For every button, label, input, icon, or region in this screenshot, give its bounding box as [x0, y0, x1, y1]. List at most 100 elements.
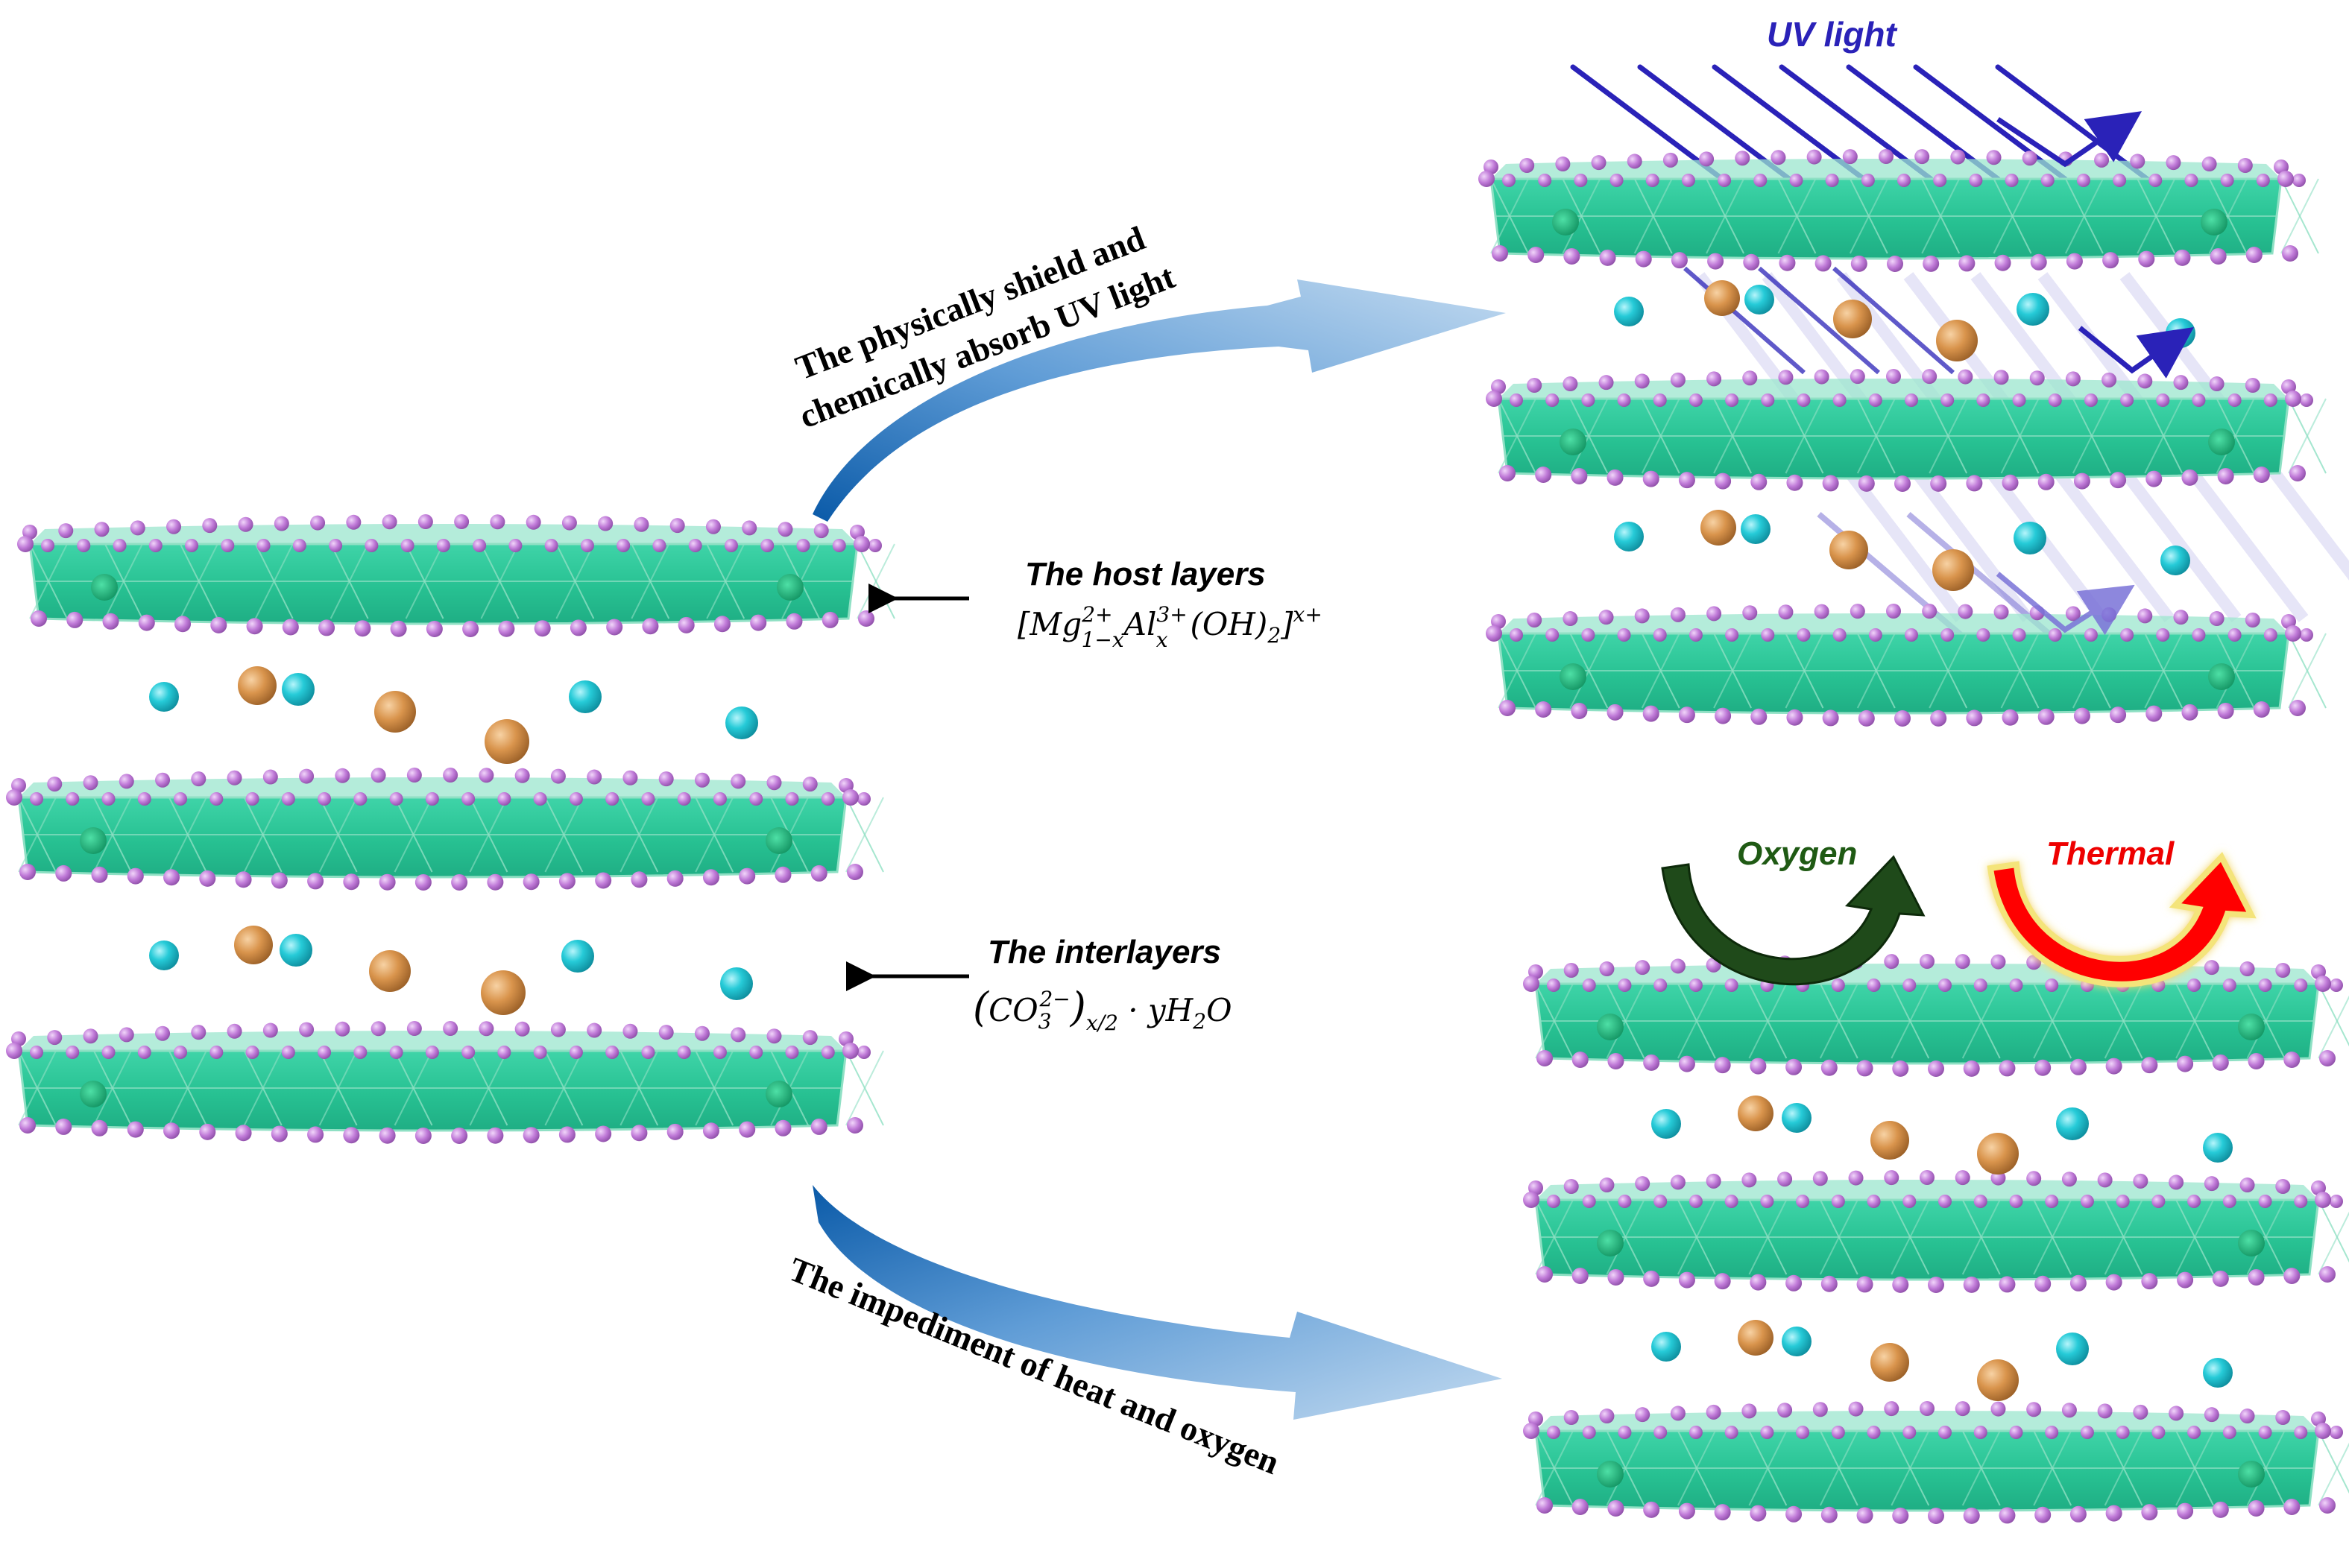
oxygen-atom: [443, 1021, 458, 1037]
oxygen-atom: [778, 522, 793, 537]
carbonate-anion: [1738, 1096, 1773, 1131]
oxygen-atom: [436, 539, 450, 552]
oxygen-atom: [353, 792, 368, 806]
oxygen-atom: [91, 1119, 108, 1137]
oxygen-atom: [451, 873, 468, 891]
cation-atom: [725, 706, 758, 739]
oxygen-atom: [1777, 1403, 1793, 1418]
carbonate-anion: [1870, 1343, 1909, 1382]
oxygen-atom: [2275, 1179, 2291, 1195]
oxygen-atom: [414, 873, 432, 891]
oxygen-atom: [2141, 1273, 2158, 1290]
oxygen-atom: [1867, 1195, 1881, 1208]
oxygen-atom: [2120, 393, 2134, 407]
oxygen-atom: [191, 771, 206, 787]
oxygen-atom: [2026, 1171, 2042, 1186]
oxygen-atom: [2222, 979, 2236, 992]
oxygen-atom: [1761, 628, 1775, 642]
oxygen-atom: [6, 1043, 22, 1059]
oxygen-atom: [1922, 604, 1937, 619]
oxygen-atom: [2210, 247, 2227, 265]
oxygen-atom: [281, 792, 295, 806]
oxygen-atom: [1858, 475, 1875, 492]
oxygen-atom: [1528, 964, 1543, 979]
oxygen-atom: [1653, 393, 1667, 407]
oxygen-atom: [2209, 611, 2225, 627]
oxygen-atom: [1486, 625, 1502, 642]
oxygen-atom: [174, 616, 192, 633]
oxygen-atom: [2239, 1409, 2255, 1424]
oxygen-atom: [2315, 1192, 2331, 1208]
oxygen-atom: [2294, 1426, 2308, 1439]
oxygen-atom: [2282, 245, 2298, 262]
lattice-edge: [2280, 178, 2319, 254]
oxygen-atom: [1867, 1426, 1881, 1439]
lattice-edge: [2318, 1442, 2349, 1506]
oxygen-atom: [1831, 1195, 1845, 1208]
uv-ray-icon: [1996, 111, 2143, 168]
oxygen-atom: [1923, 255, 1940, 272]
oxygen-atom: [1831, 979, 1845, 992]
oxygen-atom: [1653, 628, 1667, 642]
oxygen-atom: [1523, 1423, 1539, 1439]
oxygen-atom: [658, 771, 674, 787]
carbonate-anion: [1932, 549, 1974, 591]
oxygen-atom: [299, 768, 315, 784]
oxygen-atom: [1892, 1060, 1909, 1077]
oxygen-atom: [1581, 628, 1595, 642]
oxygen-atom: [1814, 255, 1832, 272]
oxygen-atom: [868, 539, 882, 552]
oxygen-atom: [353, 1046, 368, 1059]
oxygen-atom: [677, 1046, 691, 1059]
oxygen-atom: [2289, 700, 2306, 716]
oxygen-atom: [1563, 247, 1580, 265]
cation-atom: [1651, 1109, 1681, 1139]
oxygen-atom: [1598, 610, 1614, 625]
oxygen-atom: [1950, 149, 1966, 165]
oxygen-atom: [2311, 1180, 2326, 1195]
oxygen-atom: [1832, 393, 1847, 407]
oxygen-atom: [558, 1126, 576, 1143]
oxygen-atom: [1785, 1058, 1803, 1075]
oxygen-atom: [2277, 171, 2294, 187]
oxygen-atom: [857, 1046, 871, 1059]
oxygen-atom: [1653, 1426, 1668, 1439]
oxygen-atom: [1535, 466, 1552, 483]
oxygen-atom: [1519, 158, 1535, 174]
oxygen-atom: [2245, 378, 2260, 393]
oxygen-atom: [390, 620, 407, 637]
oxygen-atom: [1963, 1507, 1980, 1524]
oxygen-atom: [523, 1127, 540, 1144]
oxygen-atom: [1867, 979, 1881, 992]
metal-atom: [2238, 1461, 2265, 1488]
uv-ray-icon: [1996, 572, 2135, 636]
lattice-edge: [845, 1050, 884, 1126]
oxygen-atom: [1599, 961, 1615, 977]
oxygen-atom: [2220, 174, 2234, 187]
cation-atom: [2014, 522, 2046, 554]
oxygen-atom: [1940, 628, 1955, 642]
oxygen-atom: [2245, 246, 2263, 263]
oxygen-atom: [1714, 1057, 1731, 1074]
oxygen-atom: [1778, 370, 1794, 385]
oxygen-atom: [1527, 246, 1545, 263]
oxygen-atom: [1645, 174, 1659, 187]
oxygen-atom: [1607, 1499, 1624, 1517]
oxygen-atom: [227, 770, 242, 785]
oxygen-atom: [1642, 705, 1659, 722]
oxygen-atom: [2253, 701, 2270, 718]
oxygen-atom: [514, 768, 530, 783]
oxygen-atom: [1741, 1172, 1757, 1188]
oxygen-atom: [1940, 393, 1955, 407]
cation-atom: [2056, 1107, 2089, 1140]
oxygen-atom: [1750, 1505, 1767, 1522]
oxygen-atom: [1892, 1507, 1909, 1524]
oxygen-atom: [1958, 604, 1973, 619]
oxygen-atom: [1966, 709, 1983, 727]
oxygen-atom: [1868, 628, 1882, 642]
oxygen-atom: [497, 792, 511, 806]
oxygen-atom: [1832, 628, 1847, 642]
metal-atom: [1597, 1461, 1624, 1488]
oxygen-atom: [750, 614, 767, 631]
oxygen-atom: [1928, 1277, 1944, 1293]
